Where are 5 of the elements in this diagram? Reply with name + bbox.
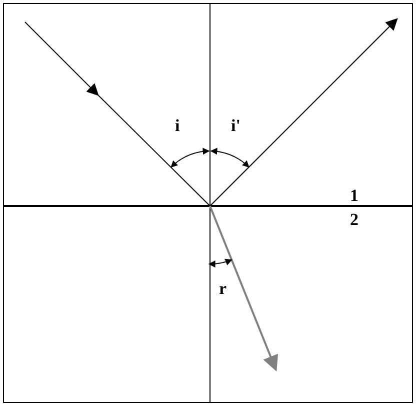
medium-label: 1 — [350, 187, 358, 205]
angle-label: i — [175, 117, 180, 135]
angle-label: r — [219, 280, 227, 298]
angle-label: i' — [231, 117, 240, 135]
medium-label: 2 — [350, 211, 358, 229]
